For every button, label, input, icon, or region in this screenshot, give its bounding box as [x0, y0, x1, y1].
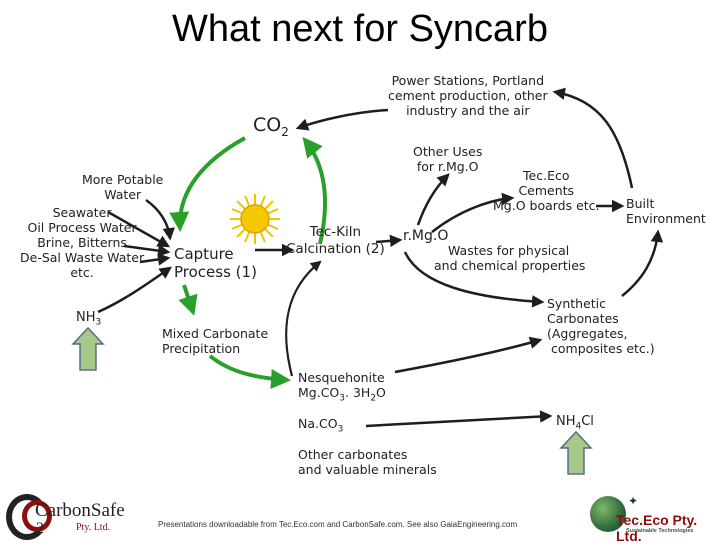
- arrow-naco3-to-nh4cl: [365, 410, 553, 428]
- potable-water-label: More Potable Water: [82, 172, 164, 202]
- nh4cl-label: NH4Cl: [556, 414, 594, 432]
- other-uses-label: Other Uses for r.Mg.O: [413, 144, 483, 174]
- power-stations-label: Power Stations, Portland cement producti…: [388, 73, 548, 118]
- carbonsafe-logo: CarbonSafe 2 Pty. Ltd.: [2, 492, 142, 540]
- nh3-label: NH3: [76, 310, 102, 328]
- wastes-label: Wastes for physical and chemical propert…: [434, 243, 586, 273]
- arrow-rmgo-to-tececo: [431, 192, 515, 233]
- other-carbonates-label: Other carbonates and valuable minerals: [298, 447, 437, 477]
- co2-label: CO2: [253, 114, 289, 139]
- arrow-kiln-to-co2: [302, 136, 327, 245]
- tececo-logo: ✦ Tec.Eco Pty. Ltd. Sustainable Technolo…: [588, 494, 718, 544]
- arrow-built-to-power: [552, 87, 634, 189]
- nesquehonite-label: Nesquehonite Mg.CO3. 3H2O: [298, 370, 386, 404]
- arrow-nesquehonite-to-synthetic: [394, 336, 543, 374]
- arrow-bitterns: [123, 244, 171, 257]
- arrow-mixed-to-nesquehonite: [208, 354, 291, 389]
- water-sources-label: Seawater Oil Process Water Brine, Bitter…: [20, 205, 145, 280]
- arrow-seawater: [107, 210, 171, 248]
- arrow-desal: [139, 253, 171, 266]
- rmgo-label: r.Mg.O: [403, 228, 449, 244]
- arrow-synthetic-to-built: [621, 229, 664, 297]
- nh4cl-up-arrow: [559, 430, 593, 475]
- arrow-co2-to-capture: [169, 136, 246, 232]
- built-environment-label: Built Environment: [626, 196, 706, 226]
- tececo-cements-label: Tec.Eco Cements Mg.O boards etc.: [493, 168, 600, 213]
- naco3-label: Na.CO3: [298, 416, 344, 435]
- arrow-nesquehonite-to-kiln: [285, 260, 322, 377]
- arrow-capture-to-mixed: [178, 284, 198, 316]
- sun-icon: [230, 194, 280, 244]
- nh3-up-arrow: [71, 326, 105, 371]
- arrow-potable-water: [145, 198, 175, 241]
- arrow-rmgo-to-other-uses: [416, 173, 450, 226]
- synthetic-carbonates-label: Synthetic Carbonates (Aggregates, compos…: [547, 296, 655, 356]
- tec-kiln-label: Tec-Kiln Calcination (2): [286, 224, 385, 257]
- bird-icon: ✦: [628, 494, 639, 508]
- arrow-power-to-co2: [295, 108, 389, 131]
- arrow-nh3: [97, 266, 173, 314]
- mixed-carbonate-label: Mixed Carbonate Precipitation: [162, 326, 269, 356]
- capture-process-label: Capture Process (1): [174, 245, 257, 281]
- arrow-rmgo-to-synthetic: [403, 251, 545, 308]
- slide-title: What next for Syncarb: [172, 8, 548, 50]
- arrow-kiln-to-rmgo: [375, 234, 403, 248]
- footer-note: Presentations downloadable from Tec.Eco.…: [158, 520, 518, 529]
- globe-icon: [590, 496, 626, 532]
